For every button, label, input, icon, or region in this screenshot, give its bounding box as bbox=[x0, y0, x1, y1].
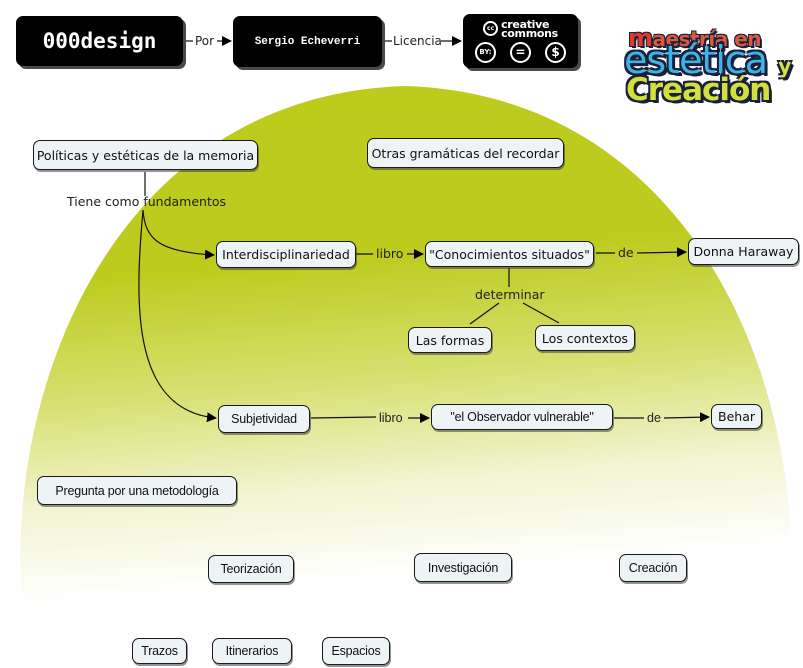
concept-label: Itinerarios bbox=[225, 644, 279, 658]
connector-determinar-formas bbox=[469, 302, 500, 325]
link-label-libro-1: libro bbox=[376, 246, 404, 261]
concept-las-formas[interactable]: Las formas bbox=[408, 327, 492, 353]
link-label-licencia: Licencia bbox=[393, 34, 442, 48]
brand-node[interactable]: 000design bbox=[16, 16, 183, 66]
concept-label: Behar bbox=[718, 409, 755, 424]
by-icon: BY: bbox=[475, 41, 496, 63]
concept-donna-haraway[interactable]: Donna Haraway bbox=[688, 238, 799, 265]
concept-pregunta-metodologia[interactable]: Pregunta por una metodología bbox=[37, 476, 237, 505]
connector-determinar-contextos bbox=[522, 302, 560, 324]
cc-word-commons: commons bbox=[501, 26, 558, 40]
concept-label: Donna Haraway bbox=[693, 244, 794, 259]
cc-word-creative: creative bbox=[501, 17, 550, 31]
logo-line-estetica: estética y bbox=[624, 38, 791, 82]
concept-label: Investigación bbox=[427, 560, 499, 575]
concept-label: Subjetividad bbox=[231, 412, 297, 426]
link-label-determinar: determinar bbox=[475, 287, 545, 302]
cc-header: cc creative commons bbox=[483, 17, 558, 40]
concept-label: Los contextos bbox=[541, 330, 629, 346]
cc-license-icons: BY: = $ bbox=[475, 41, 566, 63]
concept-conocimientos-situados[interactable]: "Conocimientos situados" bbox=[425, 241, 594, 267]
concept-creacion[interactable]: Creación bbox=[619, 554, 687, 582]
concept-interdisciplinariedad[interactable]: Interdisciplinariedad bbox=[216, 241, 356, 268]
concept-politicas-esteticas-memoria[interactable]: Políticas y estéticas de la memoria bbox=[33, 140, 258, 170]
concept-label: Interdisciplinariedad bbox=[222, 247, 350, 262]
dome-shape bbox=[20, 86, 792, 600]
no-derivatives-icon: = bbox=[510, 41, 531, 63]
link-label-por: Por bbox=[195, 34, 215, 48]
concept-label: "el Observador vulnerable" bbox=[450, 410, 594, 424]
creative-commons-license-badge[interactable]: cc creative commons BY: = $ bbox=[463, 14, 578, 68]
link-label-de-2: de bbox=[647, 411, 661, 425]
concept-label: Trazos bbox=[141, 644, 178, 658]
link-label-libro-2: libro bbox=[379, 411, 403, 425]
connector-de-haraway bbox=[636, 247, 687, 258]
concept-label: Políticas y estéticas de la memoria bbox=[36, 147, 255, 163]
author-node[interactable]: Sergio Echeverri bbox=[233, 16, 382, 67]
logo-line-creacion: Creación bbox=[626, 72, 771, 108]
concept-label: Espacios bbox=[331, 644, 381, 658]
concept-label: Teorización bbox=[220, 562, 282, 576]
concept-label: Creación bbox=[628, 561, 678, 575]
logo-line-maestria: maestría en bbox=[628, 24, 762, 52]
author-label: Sergio Echeverri bbox=[254, 35, 361, 48]
concept-label: "Conocimientos situados" bbox=[429, 246, 590, 262]
concept-investigacion[interactable]: Investigación bbox=[414, 553, 512, 582]
non-commercial-icon: $ bbox=[545, 41, 566, 63]
cc-wordmark: creative commons bbox=[501, 17, 558, 40]
concept-subjetividad[interactable]: Subjetividad bbox=[218, 405, 310, 433]
concept-otras-gramaticas[interactable]: Otras gramáticas del recordar bbox=[367, 138, 564, 168]
concept-itinerarios[interactable]: Itinerarios bbox=[212, 638, 292, 664]
concept-behar[interactable]: Behar bbox=[711, 404, 762, 429]
link-label-de-1: de bbox=[618, 245, 634, 260]
cc-logo-icon: cc bbox=[483, 21, 499, 36]
concept-label: Otras gramáticas del recordar bbox=[371, 145, 560, 161]
concept-el-observador-vulnerable[interactable]: "el Observador vulnerable" bbox=[431, 404, 613, 430]
connector-fundamentos-interdisciplinariedad bbox=[142, 209, 215, 260]
maestria-logo: maestría en estética y Creación bbox=[622, 22, 794, 108]
brand-label: 000design bbox=[42, 29, 157, 53]
connector-fundamentos-subjetividad bbox=[138, 209, 217, 423]
concept-teorizacion[interactable]: Teorización bbox=[208, 555, 294, 583]
concept-label: Las formas bbox=[415, 332, 485, 348]
connector-de-behar bbox=[663, 412, 710, 423]
concept-espacios[interactable]: Espacios bbox=[322, 637, 390, 665]
connector-subjetividad-libro bbox=[310, 416, 377, 419]
concept-label: Pregunta por una metodología bbox=[55, 483, 219, 498]
concept-los-contextos[interactable]: Los contextos bbox=[535, 325, 635, 351]
link-label-tiene-como-fundamentos: Tiene como fundamentos bbox=[67, 194, 227, 209]
concept-trazos[interactable]: Trazos bbox=[132, 638, 187, 664]
